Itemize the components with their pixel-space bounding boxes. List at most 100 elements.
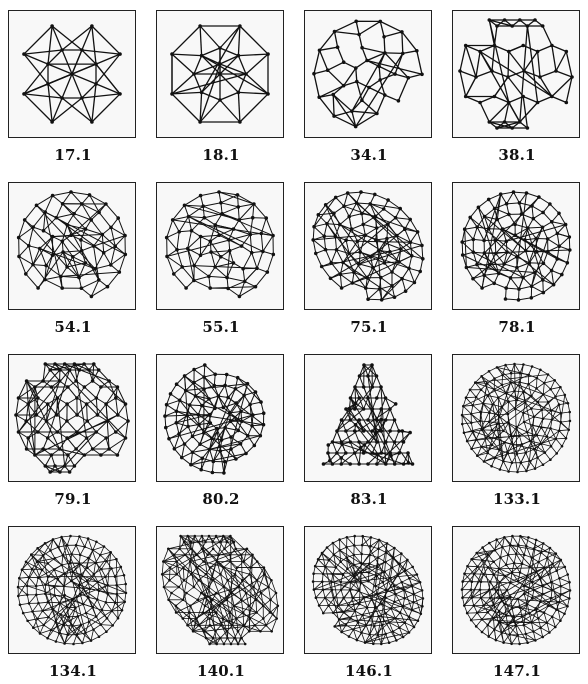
graph-edge <box>24 94 62 98</box>
graph-edge <box>107 618 113 625</box>
graph-edge <box>48 50 62 64</box>
graph-node <box>68 616 71 619</box>
graph-edge <box>202 56 220 64</box>
graph-node <box>521 95 525 99</box>
graph-edge <box>495 550 501 557</box>
graph-edge <box>555 380 561 387</box>
graph-node <box>175 421 179 425</box>
graph-node <box>195 617 198 620</box>
graph-node <box>494 252 498 256</box>
graph-node <box>24 419 28 423</box>
graph-node <box>234 387 238 391</box>
graph-node <box>58 368 62 372</box>
graph-edge <box>19 577 29 578</box>
graph-edge <box>82 246 94 251</box>
graph-edge <box>477 227 484 240</box>
graph-node <box>35 413 39 417</box>
graph-edge <box>402 279 414 283</box>
graph-node <box>263 566 266 569</box>
graph-node <box>66 385 70 389</box>
graph-edge <box>394 548 401 554</box>
graph-node <box>54 557 57 560</box>
graph-edge <box>507 192 514 204</box>
graph-edge <box>25 205 37 220</box>
graph-edge <box>37 611 42 619</box>
graph-node <box>73 362 77 366</box>
graph-edge <box>257 613 264 619</box>
graph-node <box>51 235 55 239</box>
graph-node <box>499 192 503 196</box>
graph-node <box>533 18 537 22</box>
graph-edge <box>492 46 494 72</box>
graph-node <box>226 541 229 544</box>
graph-node <box>165 403 169 407</box>
graph-edge <box>83 604 86 613</box>
graph-edge <box>518 463 521 472</box>
graph-node <box>187 215 191 219</box>
graph-node <box>495 639 498 642</box>
graph-edge <box>331 278 342 288</box>
graph-label: 134.1 <box>8 662 138 680</box>
graph-node <box>542 542 545 545</box>
graph-node <box>357 440 361 444</box>
graph-edge <box>243 253 252 269</box>
graph-node <box>359 190 363 194</box>
graph-edge <box>29 595 36 604</box>
graph-node <box>55 216 59 220</box>
graph-node <box>463 431 466 434</box>
graph-edge <box>209 276 227 277</box>
graph-edge <box>462 242 473 252</box>
graph-frame <box>156 182 284 310</box>
graph-edge <box>16 415 19 432</box>
graph-node <box>346 568 349 571</box>
graph-node <box>251 216 255 220</box>
graph-node <box>322 462 326 466</box>
graph-node <box>213 373 217 377</box>
graph-node <box>394 402 398 406</box>
graph-edge <box>37 619 43 625</box>
graph-edge <box>189 206 204 216</box>
graph-node <box>222 566 225 569</box>
graph-node <box>470 422 473 425</box>
graph-node <box>349 617 352 620</box>
graph-node <box>208 617 211 620</box>
graph-node <box>219 449 223 453</box>
graph-edge <box>68 387 77 398</box>
graph-node <box>262 605 265 608</box>
graph-node <box>189 560 192 563</box>
graph-edge <box>420 259 423 272</box>
graph-edge <box>240 94 268 122</box>
graph-edge <box>118 218 125 236</box>
graph-node <box>97 368 101 372</box>
graph-edge <box>101 561 106 569</box>
graph-edge <box>552 271 554 285</box>
graph-edge <box>101 625 107 632</box>
graph-node <box>116 413 120 417</box>
graph-node <box>43 278 47 282</box>
graph-node <box>486 624 489 627</box>
graph-edge <box>369 80 380 88</box>
graph-node <box>541 409 544 412</box>
graph-node <box>523 421 526 424</box>
graph-edge <box>545 446 551 452</box>
graph-node <box>567 429 570 432</box>
graph-edge <box>172 587 179 593</box>
graph-node <box>340 581 343 584</box>
graph-edge <box>115 575 124 576</box>
graph-drawing <box>9 527 135 653</box>
graph-edge <box>537 388 544 394</box>
graph-edge <box>82 84 96 98</box>
graph-edge <box>460 46 466 72</box>
graph-node <box>199 468 203 472</box>
graph-node <box>88 193 92 197</box>
graph-node <box>208 586 211 589</box>
graph-node <box>334 196 338 200</box>
graph-node <box>406 559 409 562</box>
graph-node <box>185 592 188 595</box>
graph-edge <box>322 267 331 279</box>
graph-node <box>362 385 366 389</box>
graph-edge <box>24 50 62 54</box>
graph-edge <box>315 566 325 567</box>
graph-node <box>200 91 204 95</box>
graph-edge <box>62 555 63 565</box>
